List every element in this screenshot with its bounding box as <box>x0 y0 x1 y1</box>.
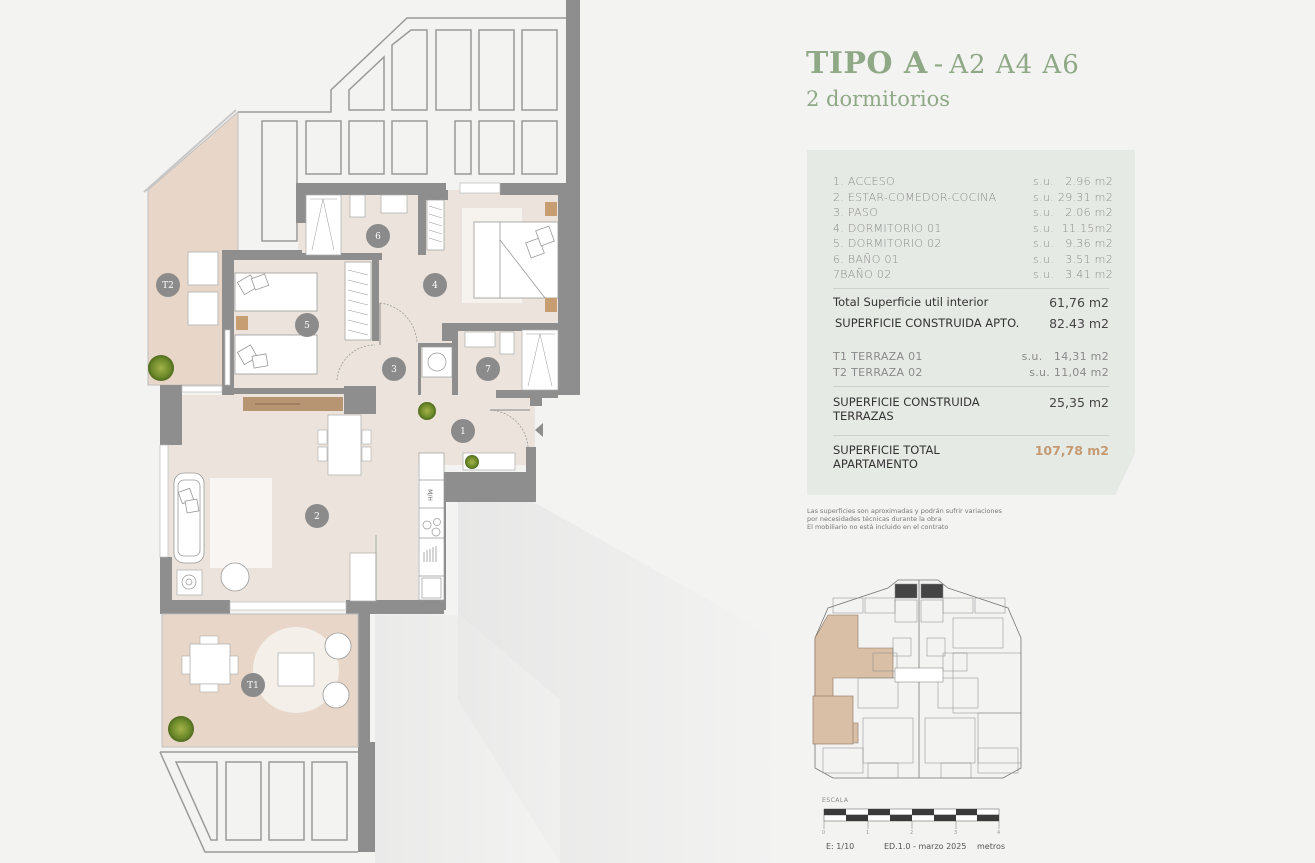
construida-apto-row: SUPERFICIE CONSTRUIDA APTO. 82.43 m2 <box>835 316 1109 331</box>
svg-text:T1: T1 <box>247 681 259 691</box>
divider <box>833 435 1109 436</box>
room-badge-6: 6 <box>366 224 390 248</box>
svg-text:3: 3 <box>391 365 397 375</box>
room-badge-5: 5 <box>295 313 319 337</box>
floor-plan-drawing: M/H <box>143 0 780 863</box>
kitchen-appliance-label: M/H <box>426 489 433 501</box>
disclaimer-notes: Las superficies son aproximadas y podrán… <box>807 507 1002 531</box>
terrace-area-row: T1 TERRAZA 01 s.u. 14,31 m2 <box>833 350 1109 363</box>
svg-text:1: 1 <box>460 427 466 437</box>
room-badge-4: 4 <box>423 273 447 297</box>
terrace-badge-t1: T1 <box>241 673 265 697</box>
page-title: TIPO A-A2 A4 A6 <box>806 46 1080 81</box>
unit-list: A2 A4 A6 <box>949 50 1080 80</box>
type-name: TIPO A <box>806 46 928 81</box>
svg-text:5: 5 <box>304 321 310 331</box>
entrance-arrow-icon <box>535 423 543 437</box>
title-block: TIPO A-A2 A4 A6 2 dormitorios <box>806 46 1080 111</box>
floor-plan: M/H <box>143 0 780 863</box>
scale-graphic <box>823 808 1000 829</box>
room-badge-2: 2 <box>305 504 329 528</box>
svg-text:2: 2 <box>314 512 320 522</box>
building-key-plan <box>803 578 1035 787</box>
edition-label: ED.1.0 - marzo 2025 <box>884 842 967 851</box>
room-badge-7: 7 <box>476 357 500 381</box>
svg-text:4: 4 <box>432 281 438 291</box>
scale-bar: ESCALA 0 1 2 3 4 E: 1/10 ED.1.0 - mar <box>822 797 1006 851</box>
divider <box>833 386 1109 387</box>
bedroom-count: 2 dormitorios <box>806 87 951 111</box>
svg-text:T2: T2 <box>162 281 174 291</box>
svg-text:7: 7 <box>485 365 491 375</box>
room-badge-1: 1 <box>451 419 475 443</box>
title-separator: - <box>933 47 944 80</box>
scale-label: ESCALA <box>822 797 849 804</box>
divider <box>833 288 1109 289</box>
walls <box>160 183 580 852</box>
scale-ratio: E: 1/10 <box>826 842 855 851</box>
total-util-row: Total Superficie util interior 61,76 m2 <box>833 295 1109 310</box>
upper-structure-outline <box>238 17 567 242</box>
room-badge-3: 3 <box>382 357 406 381</box>
scale-unit: metros <box>977 842 1006 851</box>
svg-text:6: 6 <box>375 232 381 242</box>
terrace-area-row: T2 TERRAZA 02 s.u. 11,04 m2 <box>833 366 1109 379</box>
terrace-badge-t2: T2 <box>156 273 180 297</box>
